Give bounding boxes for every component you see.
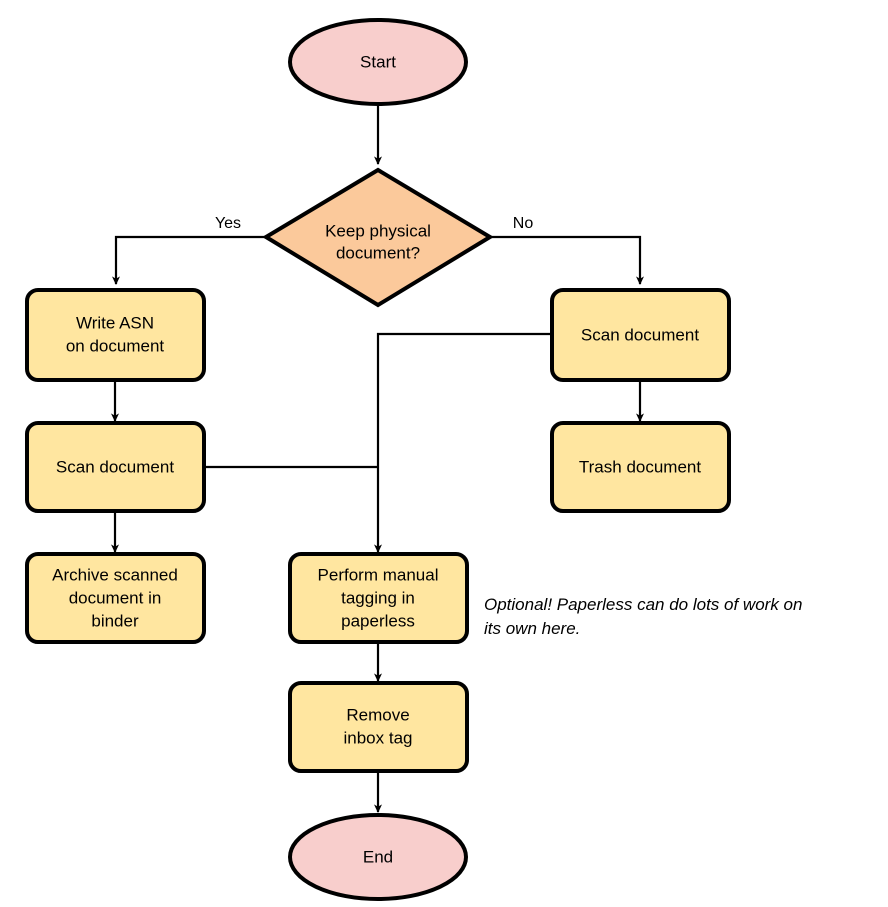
write-asn-label-line1: Write ASN <box>76 313 154 332</box>
tagging-label-line1: Perform manual <box>318 565 439 584</box>
node-remove-inbox-tag[interactable]: Remove inbox tag <box>288 681 469 773</box>
decision-diamond[interactable] <box>262 167 494 308</box>
write-asn-box[interactable] <box>25 288 206 382</box>
remove-inbox-tag-label-line2: inbox tag <box>344 728 413 747</box>
node-end[interactable]: End <box>288 813 468 901</box>
node-perform-manual-tagging[interactable]: Perform manual tagging in paperless <box>288 552 469 644</box>
node-archive-scanned-document[interactable]: Archive scanned document in binder <box>25 552 206 644</box>
edge-label-no: No <box>513 215 534 232</box>
start-ellipse[interactable] <box>288 18 468 106</box>
remove-inbox-tag-box[interactable] <box>288 681 469 773</box>
edge-label-yes: Yes <box>215 215 241 232</box>
node-write-asn-on-document[interactable]: Write ASN on document <box>25 288 206 382</box>
archive-label-line1: Archive scanned <box>52 565 178 584</box>
trash-document-box[interactable] <box>550 421 731 513</box>
end-ellipse[interactable] <box>288 813 468 901</box>
node-scan-document-right[interactable]: Scan document <box>550 288 731 382</box>
scan-document-left-label: Scan document <box>56 457 174 476</box>
archive-label-line2: document in <box>69 588 162 607</box>
scan-document-right-box[interactable] <box>550 288 731 382</box>
scan-document-left-box[interactable] <box>25 421 206 513</box>
scan-document-right-label: Scan document <box>581 325 699 344</box>
write-asn-label-line2: on document <box>66 336 165 355</box>
optional-note-line1: Optional! Paperless can do lots of work … <box>484 595 802 614</box>
archive-label-line3: binder <box>91 611 139 630</box>
node-start[interactable]: Start <box>288 18 468 106</box>
edge-decision-yes-to-write-asn <box>112 235 265 286</box>
annotation-optional-note: Optional! Paperless can do lots of work … <box>484 595 802 638</box>
edge-scan-right-to-tagging <box>374 332 552 554</box>
tagging-box[interactable] <box>288 552 469 644</box>
archive-box[interactable] <box>25 552 206 644</box>
remove-inbox-tag-label-line1: Remove <box>346 705 409 724</box>
node-decision-keep-physical-document[interactable]: Keep physical document? <box>262 167 494 308</box>
optional-note-line2: its own here. <box>484 619 580 638</box>
trash-document-label: Trash document <box>579 457 701 476</box>
decision-label-line1: Keep physical <box>325 221 431 240</box>
start-label: Start <box>360 52 396 71</box>
node-trash-document[interactable]: Trash document <box>550 421 731 513</box>
decision-label-line2: document? <box>336 243 420 262</box>
end-label: End <box>363 847 393 866</box>
connector-layer <box>111 104 644 814</box>
tagging-label-line2: tagging in <box>341 588 415 607</box>
edge-decision-no-to-scan-right <box>490 235 644 286</box>
tagging-label-line3: paperless <box>341 611 415 630</box>
node-scan-document-left[interactable]: Scan document <box>25 421 206 513</box>
